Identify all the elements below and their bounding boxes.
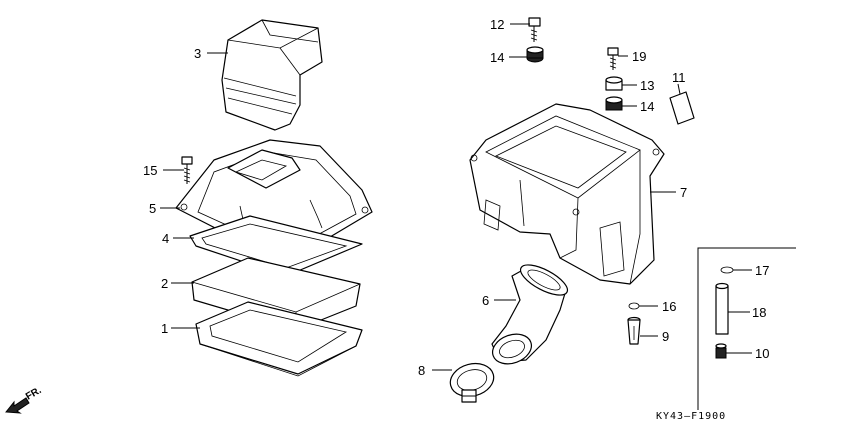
grommet-14-lower <box>605 96 623 111</box>
intake-duct <box>221 19 323 131</box>
callout-9: 9 <box>662 329 669 344</box>
filter-frame <box>195 301 363 377</box>
callout-18: 18 <box>752 305 766 320</box>
connecting-tube <box>491 264 569 365</box>
gasket <box>189 215 363 277</box>
callout-10: 10 <box>755 346 769 361</box>
callout-8: 8 <box>418 363 425 378</box>
label-11 <box>669 91 695 125</box>
callout-16: 16 <box>662 299 676 314</box>
clip-16 <box>628 302 640 310</box>
bolt-15 <box>181 156 193 184</box>
hose-clamp <box>449 362 495 403</box>
collar-13 <box>605 76 623 91</box>
bolt-12 <box>528 17 541 42</box>
callout-labels: 1 2 3 4 5 15 12 14 19 13 14 11 7 6 8 16 … <box>143 17 769 378</box>
callout-3: 3 <box>194 46 201 61</box>
leader-lines <box>160 23 752 371</box>
front-indicator-label: FR. <box>24 385 44 403</box>
tube-18 <box>715 282 729 335</box>
callout-6: 6 <box>482 293 489 308</box>
front-arrow-icon <box>5 397 30 414</box>
callout-19: 19 <box>632 49 646 64</box>
callout-12: 12 <box>490 17 504 32</box>
callout-4: 4 <box>162 231 169 246</box>
plug-10 <box>715 343 727 359</box>
figure-code: KY43–F1900 <box>656 411 726 422</box>
callout-1: 1 <box>161 321 168 336</box>
callout-13: 13 <box>640 78 654 93</box>
bolt-19 <box>607 47 619 70</box>
callout-14-upper: 14 <box>490 50 504 65</box>
callout-15: 15 <box>143 163 157 178</box>
inset-box <box>697 247 796 410</box>
callout-14-lower: 14 <box>640 99 654 114</box>
front-indicator: FR. <box>5 385 44 414</box>
callout-7: 7 <box>680 185 687 200</box>
callout-11: 11 <box>672 70 686 85</box>
callout-5: 5 <box>149 201 156 216</box>
drain-plug-9 <box>627 316 641 345</box>
callout-17: 17 <box>755 263 769 278</box>
grommet-14-upper <box>526 46 544 63</box>
air-cleaner-case <box>469 103 665 285</box>
clip-17 <box>720 266 734 274</box>
callout-2: 2 <box>161 276 168 291</box>
